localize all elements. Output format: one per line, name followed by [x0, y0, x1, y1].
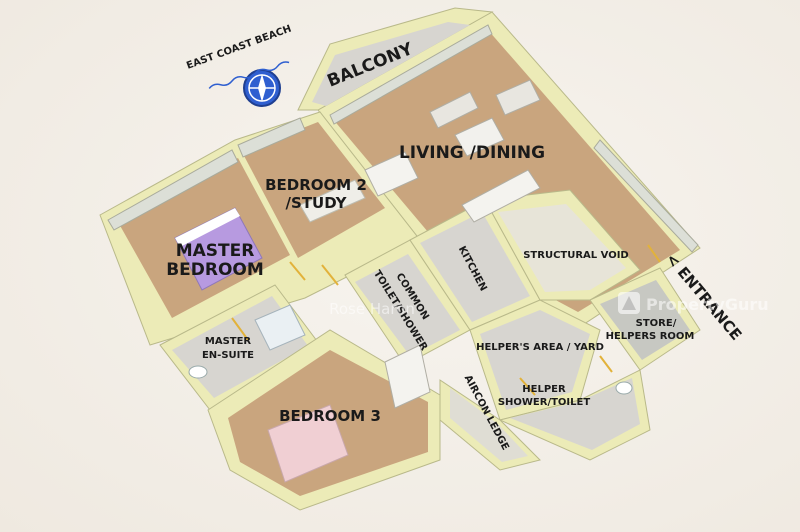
door-swing — [231, 317, 249, 341]
door-swing — [289, 261, 306, 281]
master-ensuite-label-line2: EN-SUITE — [202, 350, 254, 361]
helper-shower-label-line1: HELPER — [522, 384, 566, 395]
ensuite-shower — [254, 304, 306, 351]
bedroom2-desk — [299, 179, 366, 223]
door-swing — [599, 355, 613, 373]
side-window — [593, 139, 699, 253]
kitchen-floor — [420, 212, 530, 322]
store-room-label-line1: STORE/ — [636, 318, 677, 329]
bedroom2-label-line1: BEDROOM 2 — [265, 176, 367, 194]
store-room-label-line2: HELPERS ROOM — [606, 331, 695, 342]
living-dining-label: LIVING /DINING — [399, 143, 545, 163]
master-ensuite-label-line1: MASTER — [205, 336, 252, 347]
kitchen-counter — [461, 169, 541, 223]
aircon-ledge-floor — [450, 388, 528, 462]
master-bedroom-label-line1: MASTER — [176, 241, 255, 261]
bedroom3-wardrobe — [384, 344, 431, 409]
ensuite-toilet — [188, 365, 208, 379]
door-swing — [321, 264, 339, 286]
structural-void-floor — [498, 204, 626, 292]
propertyguru-logo-icon — [618, 292, 640, 314]
window-glazing — [107, 24, 699, 253]
bedroom3-label: BEDROOM 3 — [279, 407, 381, 425]
helpers-area-label: HELPER'S AREA / YARD — [476, 342, 604, 353]
door-swing — [519, 377, 536, 396]
furniture — [174, 79, 661, 483]
bedroom3-bed — [267, 404, 349, 483]
helper-shower-label-line2: SHOWER/TOILET — [498, 397, 591, 408]
door-swing — [647, 244, 661, 263]
helper-shower-floor — [510, 378, 640, 450]
sofa-1 — [429, 91, 479, 129]
structural-void-label: STRUCTURAL VOID — [523, 250, 629, 261]
balcony-floor — [312, 22, 470, 106]
wave-icon — [208, 61, 290, 89]
bedroom2-floor — [242, 122, 385, 258]
living-window — [329, 24, 493, 125]
agent-watermark: Rose Haron — [329, 300, 415, 318]
bedroom2-label-line2: /STUDY — [286, 194, 348, 212]
coffee-table — [454, 117, 505, 157]
common-toilet-floor — [355, 254, 460, 356]
helper-toilet — [615, 381, 633, 395]
brand-watermark: PropertyGuru — [646, 295, 769, 314]
sofa-2 — [495, 79, 541, 116]
dining-table — [364, 151, 419, 197]
east-coast-beach-label: EAST COAST BEACH — [185, 24, 293, 72]
bedroom2-window — [237, 117, 306, 158]
helpers-area-floor — [480, 310, 590, 410]
master-bed-pillows — [175, 208, 240, 247]
master-bedroom-label-line2: BEDROOM — [166, 260, 264, 280]
master-window — [107, 149, 239, 231]
compass-icon — [243, 69, 281, 107]
